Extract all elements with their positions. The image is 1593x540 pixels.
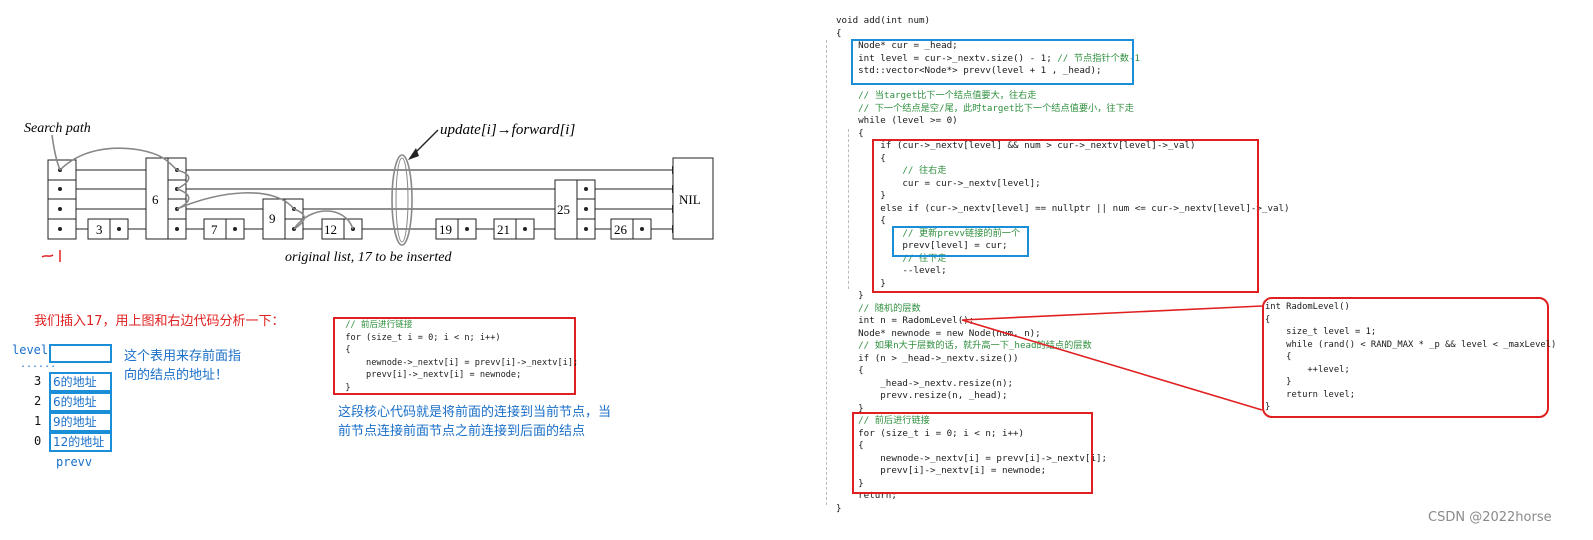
code-line: int RadomLevel()	[1265, 302, 1350, 312]
update-ellipse	[391, 154, 413, 246]
code-line: // 随机的层数	[836, 302, 921, 314]
code-line: {	[836, 27, 842, 39]
code-line: size_t level = 1;	[1265, 327, 1377, 337]
code-line: }	[1265, 377, 1292, 387]
insert-heading: 我们插入17，用上图和右边代码分析一下：	[34, 314, 285, 329]
svg-text:NIL: NIL	[679, 192, 701, 207]
diagram-caption: original list, 17 to be inserted	[285, 250, 452, 265]
small-code-box: // 前后进行链接 for (size_t i = 0; i < n; i++)…	[333, 317, 579, 395]
code-line: }	[1265, 402, 1271, 412]
code-line: cur = cur->_nextv[level];	[836, 177, 1041, 189]
code-line: // 当target比下一个结点值要大，往右走	[836, 90, 1037, 101]
code-line: // 下一个结点是空/尾，此时target比下一个结点值要小，往下走	[836, 102, 1134, 114]
radom-level-box: int RadomLevel() { size_t level = 1; whil…	[1262, 297, 1557, 418]
code-line: ++level;	[1265, 364, 1350, 375]
code-line: Node* cur = _head;	[836, 40, 958, 51]
code-line: newnode->_nextv[i] = prevv[i]->_nextv[i]…	[836, 452, 1108, 464]
loop-highlight-box	[872, 139, 1259, 293]
prevv-caption: prevv	[56, 455, 93, 469]
head-node	[47, 159, 77, 240]
code-line: newnode->_nextv[i] = prevv[i]->_nextv[i]…	[335, 357, 579, 368]
code-line: {	[1265, 314, 1271, 325]
code-line: prevv[level] = cur;	[836, 240, 1008, 251]
svg-text:25: 25	[557, 202, 570, 217]
prevv-update-highlight-box	[892, 226, 1029, 257]
code-line: {	[836, 215, 886, 226]
node-19: 19	[435, 218, 477, 240]
code-line: }	[335, 382, 351, 393]
code-line: prevv[i]->_nextv[i] = newnode;	[836, 465, 1047, 476]
update-label: update[i]→forward[i]	[440, 122, 575, 138]
table-explanation: 这个表用来存前面指 向的结点的地址！	[124, 349, 242, 383]
nil-node: NIL	[672, 157, 714, 240]
level-dots: ......	[20, 359, 57, 370]
code-line: else if (cur->_nextv[level] == nullptr |…	[836, 202, 1290, 214]
code-line: while (level >= 0)	[836, 115, 958, 126]
svg-text:21: 21	[497, 222, 510, 237]
svg-text:9: 9	[269, 211, 276, 226]
node-12: 12	[321, 218, 363, 240]
svg-text:26: 26	[614, 222, 628, 237]
code-line: }	[836, 502, 842, 514]
svg-text:12: 12	[324, 222, 337, 237]
level-header: level	[12, 343, 49, 357]
code-line: --level;	[836, 265, 947, 276]
skip-list-diagram: 3 6 7 9 12 19	[24, 121, 714, 265]
code-line: void add(int num)	[836, 15, 931, 26]
code-line: prevv.resize(n, _head);	[836, 390, 1008, 401]
code-line: {	[836, 152, 886, 164]
node-26: 26	[610, 218, 652, 240]
code-line: }	[836, 277, 886, 289]
code-line: // 往下走	[836, 252, 947, 264]
node-7: 7	[203, 218, 245, 240]
add-function-code: void add(int num){ Node* cur = _head; in…	[836, 15, 1290, 515]
code-line: while (rand() < RAND_MAX * _p && level <…	[1265, 339, 1557, 350]
node-3: 3	[87, 218, 129, 240]
code-line: // 往右走	[836, 165, 947, 176]
csdn-watermark: CSDN @2022horse	[1428, 510, 1552, 525]
code-line: {	[836, 365, 864, 376]
init-highlight-box	[851, 39, 1134, 85]
code-line: // 如果n大于层数的话，就升高一下_head的结点的层数	[836, 340, 1092, 351]
prevv-empty-cell	[49, 344, 112, 363]
code-line: return;	[836, 490, 897, 501]
svg-text:19: 19	[439, 222, 452, 237]
code-line: if (n > _head->_nextv.size())	[836, 352, 1019, 364]
code-line: {	[1265, 352, 1292, 362]
svg-text:3: 3	[96, 222, 103, 237]
code-line: }	[836, 290, 864, 301]
svg-text:6: 6	[152, 192, 159, 207]
code-line: {	[836, 440, 864, 451]
core-explanation: 这段核心代码就是将前面的连接到当前节点，当 前节点连接前面节点之前连接到后面的结…	[338, 405, 612, 439]
code-line: }	[836, 190, 886, 201]
red-pen-mark	[41, 254, 54, 258]
code-line: // 更新prevv链接的前一个	[836, 227, 1021, 239]
code-line: {	[836, 127, 864, 139]
code-line: for (size_t i = 0; i < n; i++)	[335, 332, 501, 343]
code-line: Node* newnode = new Node(num, n);	[836, 327, 1041, 339]
code-line: return level;	[1265, 389, 1356, 400]
code-line: }	[836, 477, 864, 489]
code-line: for (size_t i = 0; i < n; i++)	[836, 427, 1025, 439]
code-line: int n = RadomLevel();	[836, 315, 975, 326]
code-line: // 前后进行链接	[335, 320, 413, 330]
svg-text:7: 7	[211, 222, 218, 237]
code-line: if (cur->_nextv[level] && num > cur->_ne…	[836, 140, 1196, 151]
node-25: 25	[554, 179, 596, 240]
code-line: prevv[i]->_nextv[i] = newnode;	[335, 370, 522, 380]
node-21: 21	[493, 218, 535, 240]
code-line: }	[836, 402, 864, 414]
radom-level-code: int RadomLevel() { size_t level = 1; whil…	[1264, 299, 1557, 414]
code-line: int level = cur->_nextv.size() - 1; // 节…	[836, 52, 1141, 64]
search-path-curve	[51, 134, 354, 230]
small-code-block: // 前后进行链接 for (size_t i = 0; i < n; i++)…	[335, 319, 579, 395]
search-path-label: Search path	[24, 121, 91, 136]
code-line: std::vector<Node*> prevv(level + 1 , _he…	[836, 65, 1102, 76]
link-highlight-box	[852, 412, 1093, 494]
code-line: {	[335, 345, 351, 355]
code-line: _head->_nextv.resize(n);	[836, 377, 1014, 389]
code-line: // 前后进行链接	[836, 415, 930, 426]
node-9: 9	[262, 198, 304, 240]
